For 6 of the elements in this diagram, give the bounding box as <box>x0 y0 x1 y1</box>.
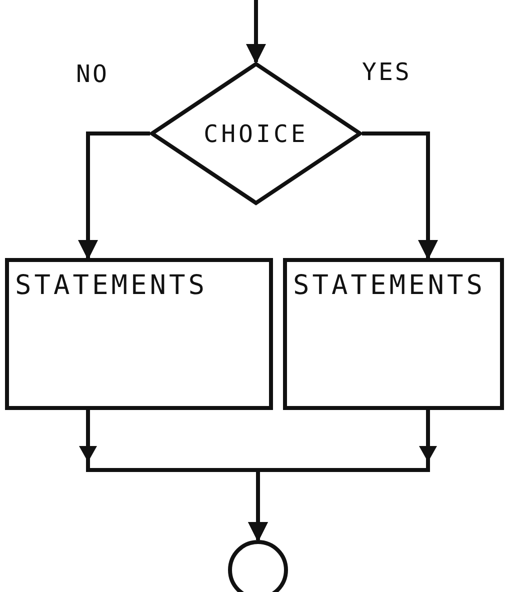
node-label: CHOICE <box>204 120 308 148</box>
node-label: STATEMENTS <box>15 270 208 301</box>
decision-diamond <box>150 62 362 205</box>
process-box <box>5 258 273 410</box>
process-box <box>283 258 504 410</box>
node-label: STATEMENTS <box>293 270 486 301</box>
